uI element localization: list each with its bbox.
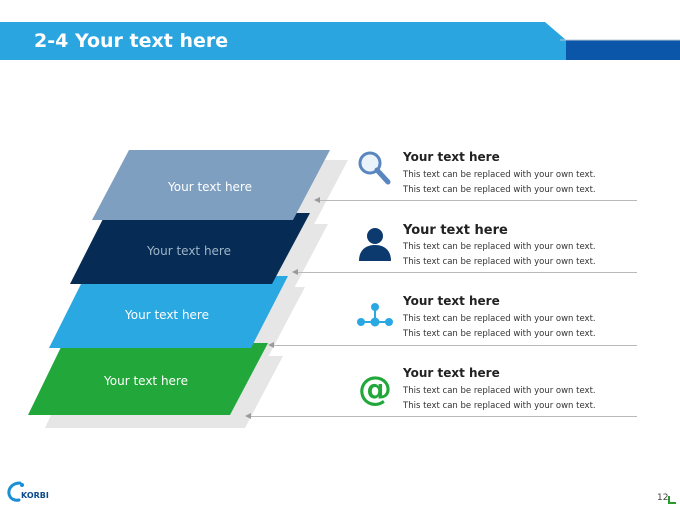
header-bar xyxy=(0,22,680,60)
logo-text: KORBI xyxy=(21,491,49,500)
item-4-line-1: This text can be replaced with your own … xyxy=(403,386,596,396)
layer-3-shape xyxy=(49,276,288,348)
page-corner-mark xyxy=(668,496,676,504)
network-icon xyxy=(357,303,393,327)
arrow-head-icon xyxy=(314,197,320,203)
separator-line xyxy=(249,416,637,417)
svg-text:@: @ xyxy=(358,369,392,408)
slide-title: 2-4 Your text here xyxy=(34,30,229,52)
item-1-line-2: This text can be replaced with your own … xyxy=(403,185,596,195)
item-1-line-1: This text can be replaced with your own … xyxy=(403,170,596,180)
item-2-title: Your text here xyxy=(403,223,508,238)
layer-3-label: Your text here xyxy=(125,308,209,322)
korbi-logo: KORBI xyxy=(7,481,49,502)
separator-line xyxy=(296,272,637,273)
layer-4-shape xyxy=(28,343,268,415)
item-3-title: Your text here xyxy=(403,294,500,308)
layer-4-label: Your text here xyxy=(104,374,188,388)
page-number: 12 xyxy=(657,493,669,503)
separator-line xyxy=(272,345,637,346)
arrow-head-icon xyxy=(268,342,274,348)
layer-2-shape xyxy=(70,213,310,284)
magnifier-icon xyxy=(358,151,391,185)
arrow-head-icon xyxy=(292,269,298,275)
item-2-line-1: This text can be replaced with your own … xyxy=(403,242,596,252)
separator-line xyxy=(318,200,637,201)
at-sign-icon: @ xyxy=(358,369,392,408)
layer-1-shape xyxy=(92,150,330,220)
item-2-line-2: This text can be replaced with your own … xyxy=(403,257,596,267)
item-1-title: Your text here xyxy=(403,150,500,164)
item-3-line-1: This text can be replaced with your own … xyxy=(403,314,596,324)
layer-1-label: Your text here xyxy=(168,180,252,194)
layer-2-label: Your text here xyxy=(147,244,231,258)
item-4-title: Your text here xyxy=(403,366,500,380)
arrow-head-icon xyxy=(245,413,251,419)
person-icon xyxy=(359,228,391,261)
item-4-line-2: This text can be replaced with your own … xyxy=(403,401,596,411)
item-3-line-2: This text can be replaced with your own … xyxy=(403,329,596,339)
